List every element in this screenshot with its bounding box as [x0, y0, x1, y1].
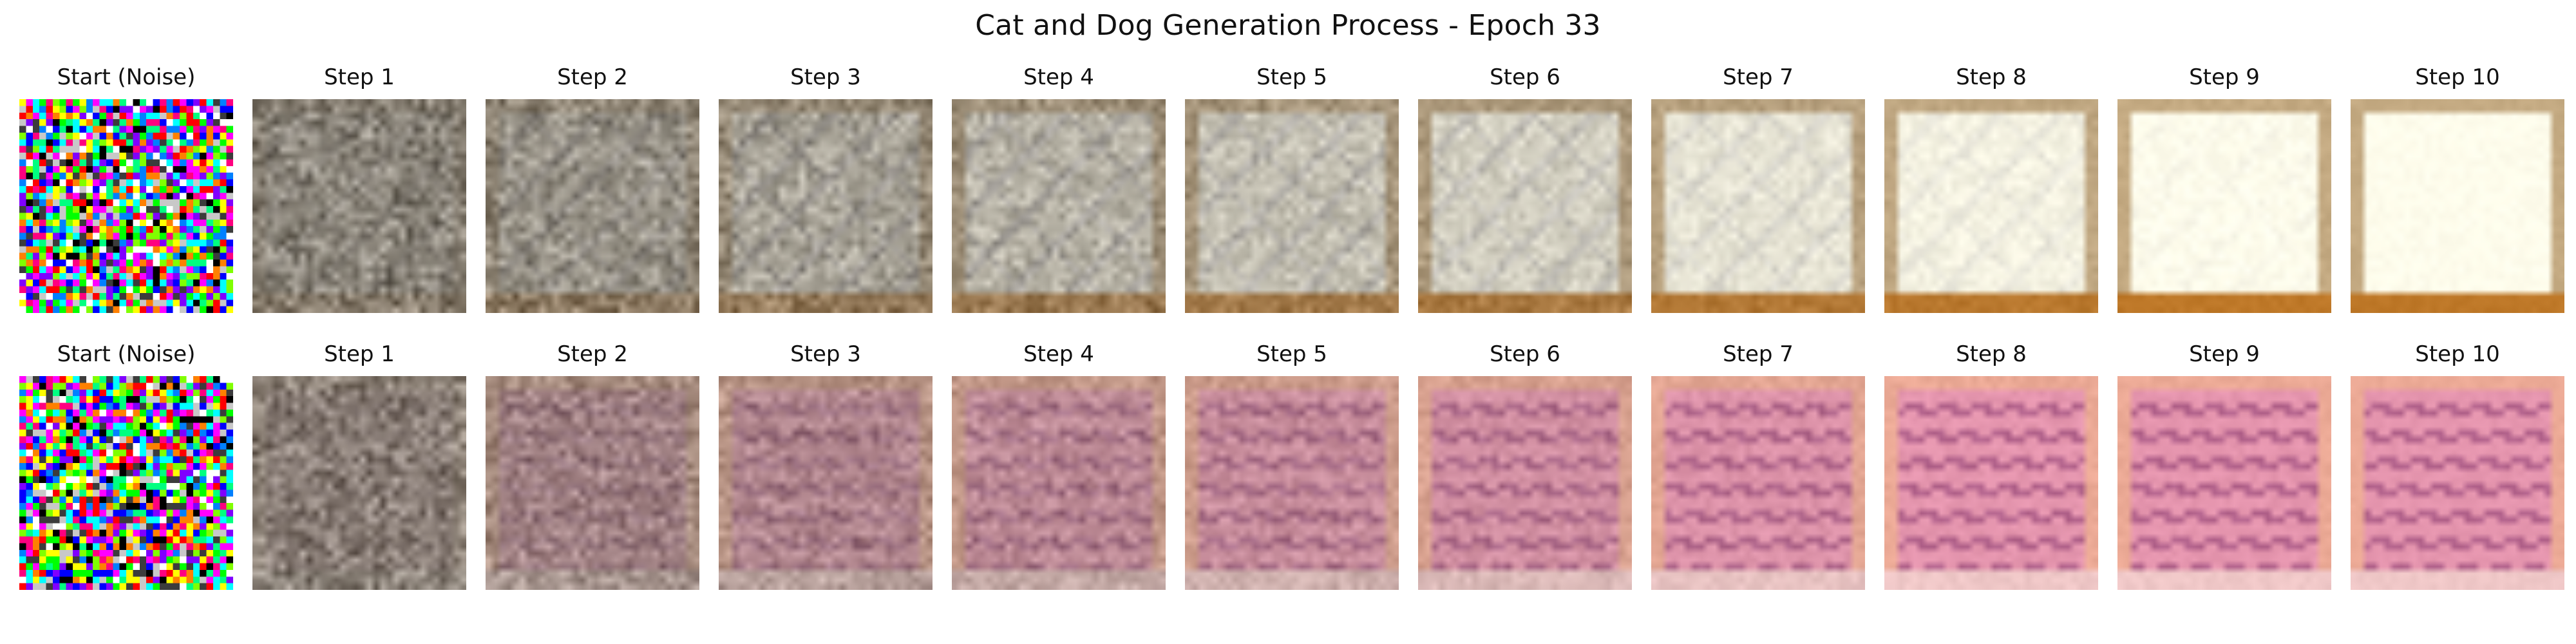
panel-title: Start (Noise) — [57, 341, 196, 367]
generated-image — [1884, 99, 2098, 313]
step-panel: Step 6 — [1418, 341, 1632, 618]
step-panel: Step 5 — [1185, 64, 1399, 341]
generated-image — [1418, 99, 1632, 313]
generated-image — [1185, 99, 1399, 313]
step-panel: Step 4 — [952, 64, 1166, 341]
panel-title: Step 5 — [1256, 64, 1327, 90]
noise-image — [19, 376, 233, 590]
step-panel: Step 8 — [1884, 341, 2098, 618]
step-panel: Step 10 — [2351, 64, 2564, 341]
panel-title: Step 3 — [790, 341, 861, 367]
step-panel: Step 5 — [1185, 341, 1399, 618]
panel-title: Step 7 — [1723, 341, 1794, 367]
panel-title: Step 9 — [2189, 64, 2260, 90]
step-panel: Step 1 — [252, 64, 466, 341]
panel-title: Start (Noise) — [57, 64, 196, 90]
generated-image — [2351, 99, 2564, 313]
panel-title: Step 4 — [1023, 64, 1094, 90]
panel-title: Step 3 — [790, 64, 861, 90]
step-panel: Step 1 — [252, 341, 466, 618]
generated-image — [1884, 376, 2098, 590]
generated-image — [952, 376, 1166, 590]
step-panel: Step 2 — [486, 64, 699, 341]
panel-title: Step 8 — [1956, 341, 2027, 367]
step-panel: Step 7 — [1651, 341, 1865, 618]
noise-image — [19, 99, 233, 313]
panel-title: Step 5 — [1256, 341, 1327, 367]
panel-title: Step 4 — [1023, 341, 1094, 367]
generated-image — [952, 99, 1166, 313]
generated-image — [719, 376, 933, 590]
generated-image — [2117, 376, 2331, 590]
generated-image — [2351, 376, 2564, 590]
panel-title: Step 6 — [1490, 64, 1560, 90]
panel-title: Step 2 — [557, 64, 628, 90]
generation-row-2: Start (Noise) Step 1 Step 2 Step 3 Step 4 Ste… — [19, 341, 2564, 618]
step-panel: Step 10 — [2351, 341, 2564, 618]
noise-panel: Start (Noise) — [19, 341, 233, 618]
noise-panel: Start (Noise) — [19, 64, 233, 341]
step-panel: Step 8 — [1884, 64, 2098, 341]
generated-image — [2117, 99, 2331, 313]
panel-title: Step 10 — [2415, 341, 2500, 367]
generated-image — [1651, 376, 1865, 590]
generated-image — [252, 99, 466, 313]
generated-image — [719, 99, 933, 313]
image-grid: Start (Noise) Step 1 Step 2 Step 3 Step 4 Ste… — [19, 64, 2564, 618]
step-panel: Step 9 — [2117, 64, 2331, 341]
generation-row-1: Start (Noise) Step 1 Step 2 Step 3 Step 4 Ste… — [19, 64, 2564, 341]
generated-image — [486, 99, 699, 313]
step-panel: Step 6 — [1418, 64, 1632, 341]
figure-title: Cat and Dog Generation Process - Epoch 3… — [975, 9, 1601, 42]
panel-title: Step 6 — [1490, 341, 1560, 367]
generated-image — [1651, 99, 1865, 313]
generated-image — [1418, 376, 1632, 590]
panel-title: Step 7 — [1723, 64, 1794, 90]
panel-title: Step 1 — [324, 341, 395, 367]
panel-title: Step 2 — [557, 341, 628, 367]
panel-title: Step 8 — [1956, 64, 2027, 90]
step-panel: Step 2 — [486, 341, 699, 618]
panel-title: Step 10 — [2415, 64, 2500, 90]
step-panel: Step 9 — [2117, 341, 2331, 618]
generated-image — [486, 376, 699, 590]
step-panel: Step 3 — [719, 341, 933, 618]
step-panel: Step 4 — [952, 341, 1166, 618]
generated-image — [1185, 376, 1399, 590]
panel-title: Step 1 — [324, 64, 395, 90]
step-panel: Step 3 — [719, 64, 933, 341]
step-panel: Step 7 — [1651, 64, 1865, 341]
panel-title: Step 9 — [2189, 341, 2260, 367]
generated-image — [252, 376, 466, 590]
